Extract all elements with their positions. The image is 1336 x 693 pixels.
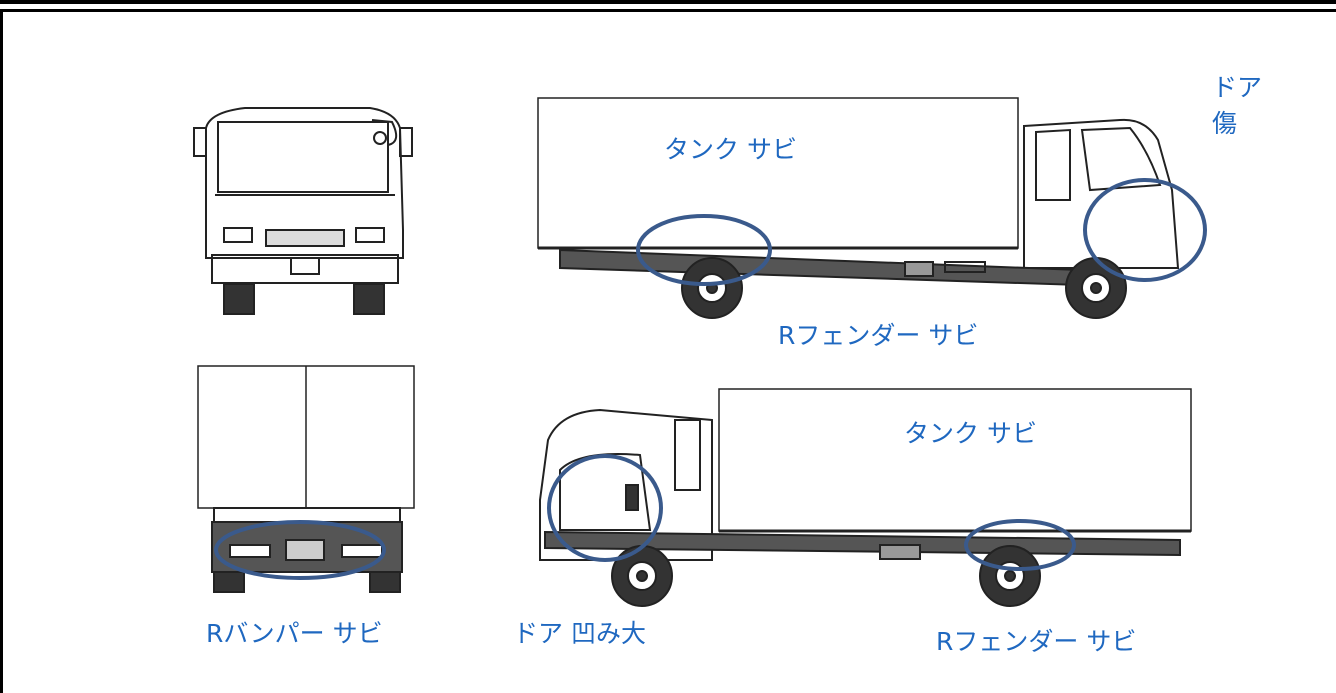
tank-rust-label-top: タンク サビ [664, 135, 797, 164]
frame-top-bar [0, 0, 1336, 4]
truck-side-view-bottom [539, 388, 1192, 607]
marker-fender-left-side [964, 519, 1076, 571]
bumper-rust-label: Rバンパー サビ [206, 619, 383, 648]
fender-rust-label-top: Rフェンダー サビ [778, 321, 979, 350]
frame-top-inner-bar [0, 9, 1336, 12]
marker-fender-right-side [636, 214, 772, 286]
truck-rear-view [197, 365, 415, 593]
frame-left-bar [0, 9, 3, 693]
marker-door-right-side [1083, 178, 1207, 282]
marker-rear-bumper [214, 520, 386, 580]
truck-side-view-top [537, 97, 1180, 319]
tank-rust-label-bottom: タンク サビ [904, 419, 1037, 448]
door-scratch-label-line1: ドア [1212, 73, 1263, 102]
door-scratch-label-line2: 傷 [1212, 109, 1238, 138]
truck-front-view [193, 107, 413, 315]
fender-rust-label-bottom: Rフェンダー サビ [936, 627, 1137, 656]
marker-door-left-side [547, 454, 663, 562]
door-dent-label: ドア 凹み大 [513, 619, 646, 648]
